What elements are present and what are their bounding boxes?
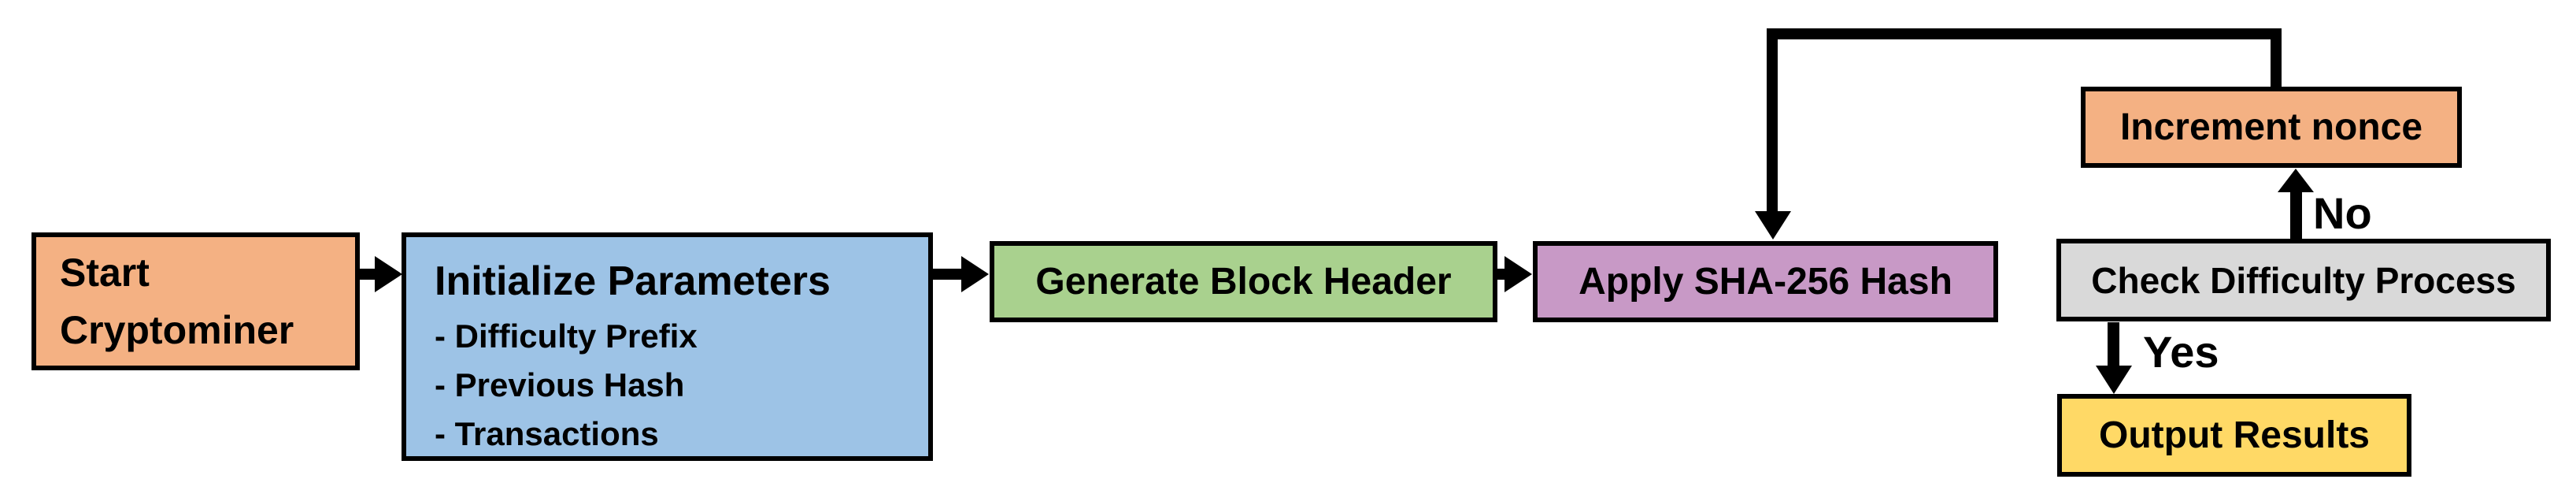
feedback-arrow-top-segment	[1767, 28, 2282, 39]
increment-nonce-node: Increment nonce	[2081, 87, 2462, 168]
generate-block-header-node: Generate Block Header	[990, 241, 1497, 322]
increment-node-label: Increment nonce	[2119, 106, 2423, 148]
output-node-label: Output Results	[2099, 414, 2370, 456]
generate-node-label: Generate Block Header	[1035, 261, 1452, 303]
check-difficulty-node: Check Difficulty Process	[2056, 239, 2551, 321]
no-arrow-head-icon	[2278, 169, 2314, 192]
arrow-start-to-initialize-head-icon	[375, 256, 402, 292]
check-node-label: Check Difficulty Process	[2091, 259, 2516, 301]
yes-label: Yes	[2143, 327, 2219, 377]
start-node-label: Start Cryptominer	[60, 251, 294, 352]
arrow-initialize-to-generate-shaft	[931, 269, 966, 280]
apply-sha256-hash-node: Apply SHA-256 Hash	[1533, 241, 1998, 322]
hash-node-label: Apply SHA-256 Hash	[1579, 261, 1952, 303]
yes-arrow-shaft	[2108, 322, 2119, 372]
feedback-arrow-head-icon	[1755, 211, 1791, 240]
start-node: Start Cryptominer	[31, 232, 360, 370]
arrow-generate-to-hash-head-icon	[1505, 256, 1532, 292]
initialize-parameters-node: Initialize Parameters - Difficulty Prefi…	[402, 232, 933, 461]
initialize-node-title: Initialize Parameters	[435, 258, 831, 304]
feedback-arrow-descending-segment	[1767, 28, 1778, 213]
arrow-initialize-to-generate-head-icon	[961, 256, 989, 292]
no-arrow-shaft	[2290, 189, 2302, 240]
no-label: No	[2313, 188, 2372, 238]
initialize-bullet-previous-hash: - Previous Hash	[435, 366, 685, 403]
feedback-arrow-rising-segment	[2271, 28, 2282, 88]
yes-arrow-head-icon	[2096, 366, 2132, 394]
output-results-node: Output Results	[2057, 394, 2411, 477]
initialize-bullet-difficulty-prefix: - Difficulty Prefix	[435, 318, 698, 355]
initialize-bullet-transactions: - Transactions	[435, 415, 659, 452]
